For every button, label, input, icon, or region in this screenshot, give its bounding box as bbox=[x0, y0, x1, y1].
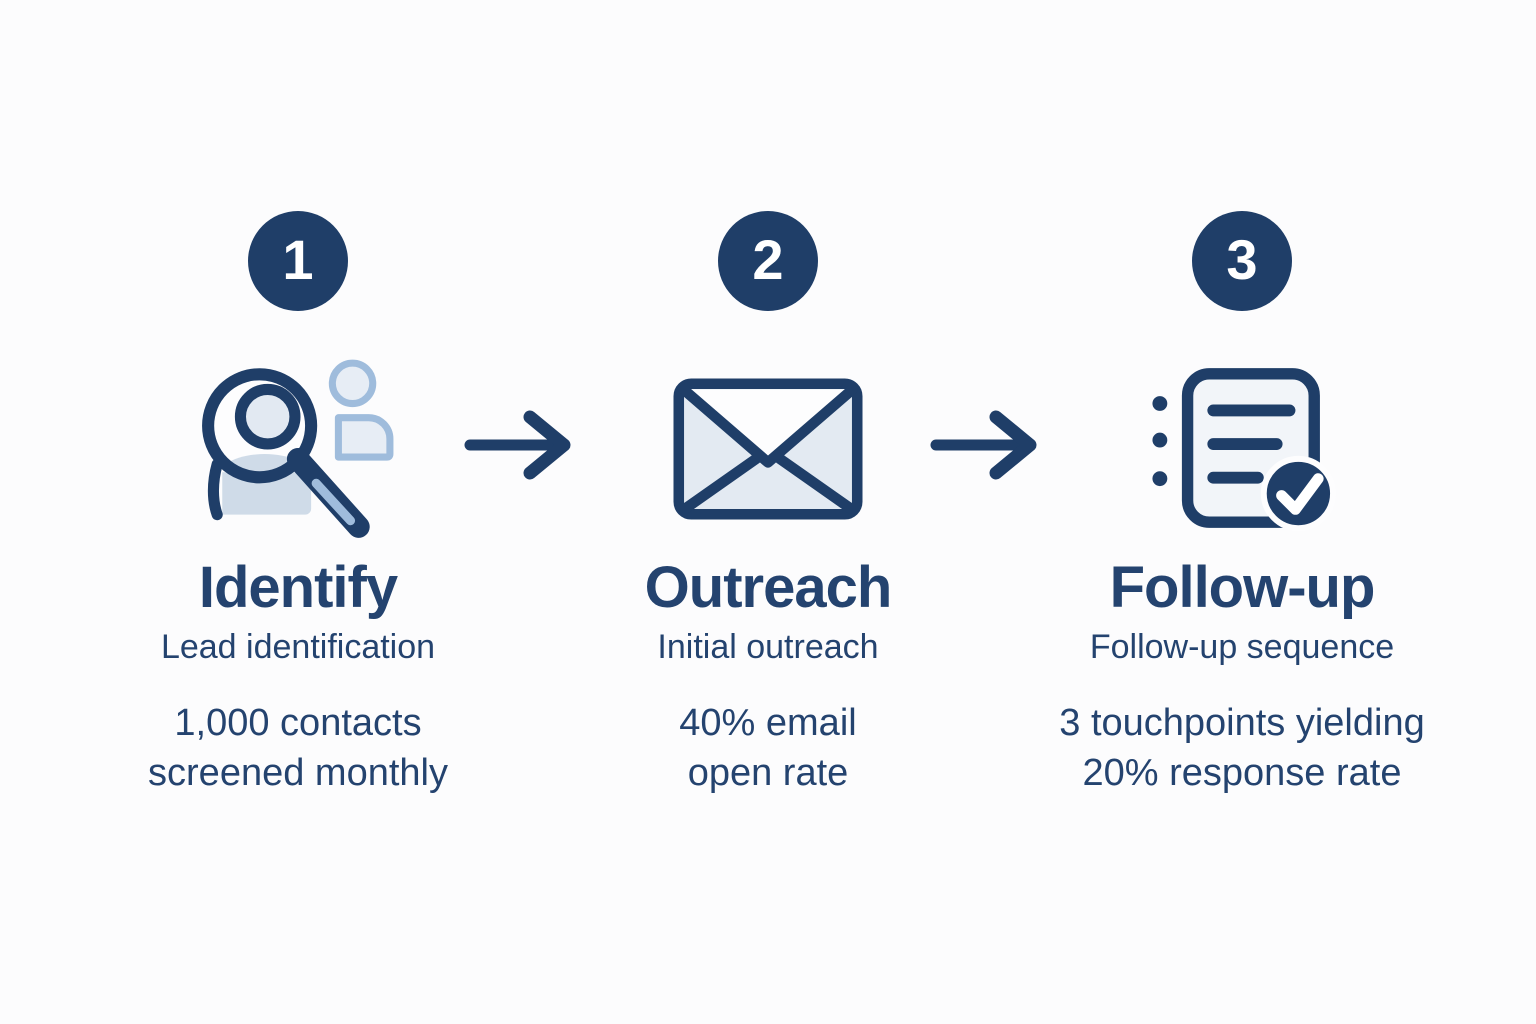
step-outreach: 2 Outreach Initial outreach 40% email op… bbox=[538, 211, 998, 799]
check-circle bbox=[1260, 455, 1336, 532]
step-icon-box bbox=[68, 351, 528, 547]
envelope-icon bbox=[673, 378, 863, 520]
secondary-person-head bbox=[328, 359, 377, 408]
step-number: 3 bbox=[1226, 228, 1258, 291]
step-stats: 3 touchpoints yielding 20% response rate bbox=[1012, 698, 1472, 798]
person-head bbox=[234, 383, 301, 450]
step-title: Identify bbox=[198, 555, 398, 620]
person-body bbox=[222, 472, 312, 515]
step-subtitle: Initial outreach bbox=[657, 627, 879, 666]
checklist-check-icon bbox=[1152, 368, 1336, 532]
step-stat-line: 40% email bbox=[679, 702, 857, 745]
arrow-right-icon bbox=[930, 410, 1037, 480]
envelope-flap bbox=[678, 384, 858, 468]
step-stat-line: open rate bbox=[687, 752, 849, 795]
step-stat-line: screened monthly bbox=[148, 752, 448, 795]
step-stat-line: 1,000 contacts bbox=[174, 702, 422, 745]
person-shoulder-line bbox=[207, 458, 223, 521]
magnifier-ring bbox=[202, 368, 318, 484]
step-follow-up: 3 Follow-up Follow-up sequence 3 touchpo… bbox=[1012, 211, 1472, 799]
envelope-fold-left bbox=[680, 453, 762, 514]
arrow-right-icon bbox=[464, 410, 571, 480]
step-number: 2 bbox=[752, 228, 784, 291]
step-icon-box bbox=[538, 351, 998, 547]
step-identify: 1 Ide bbox=[68, 211, 528, 799]
step-title: Outreach bbox=[644, 555, 893, 620]
step-stat-line: 3 touchpoints yielding bbox=[1059, 702, 1425, 745]
step-icon-box bbox=[1012, 351, 1472, 547]
arrow-head bbox=[989, 410, 1037, 480]
step-number: 1 bbox=[282, 228, 314, 291]
check-mark bbox=[1276, 473, 1324, 515]
step-stats: 40% email open rate bbox=[538, 698, 998, 798]
list-dot bbox=[1152, 396, 1168, 411]
step-stat-line: 20% response rate bbox=[1082, 752, 1402, 795]
magnifier-handle-highlight bbox=[311, 478, 356, 526]
step-number-badge: 3 bbox=[1192, 211, 1292, 311]
step-subtitle: Follow-up sequence bbox=[1089, 627, 1395, 666]
secondary-person-body bbox=[334, 414, 394, 461]
envelope-top bbox=[685, 389, 851, 461]
arrow-head bbox=[523, 410, 571, 480]
envelope-fold-right bbox=[774, 453, 856, 514]
step-number-badge: 2 bbox=[718, 211, 818, 311]
list-dot bbox=[1152, 471, 1168, 487]
person-search-icon bbox=[202, 359, 394, 538]
step-subtitle: Lead identification bbox=[160, 627, 436, 666]
list-dot bbox=[1152, 432, 1168, 448]
step-stats: 1,000 contacts screened monthly bbox=[68, 698, 528, 798]
step-number-badge: 1 bbox=[248, 211, 348, 311]
step-title: Follow-up bbox=[1109, 555, 1376, 620]
